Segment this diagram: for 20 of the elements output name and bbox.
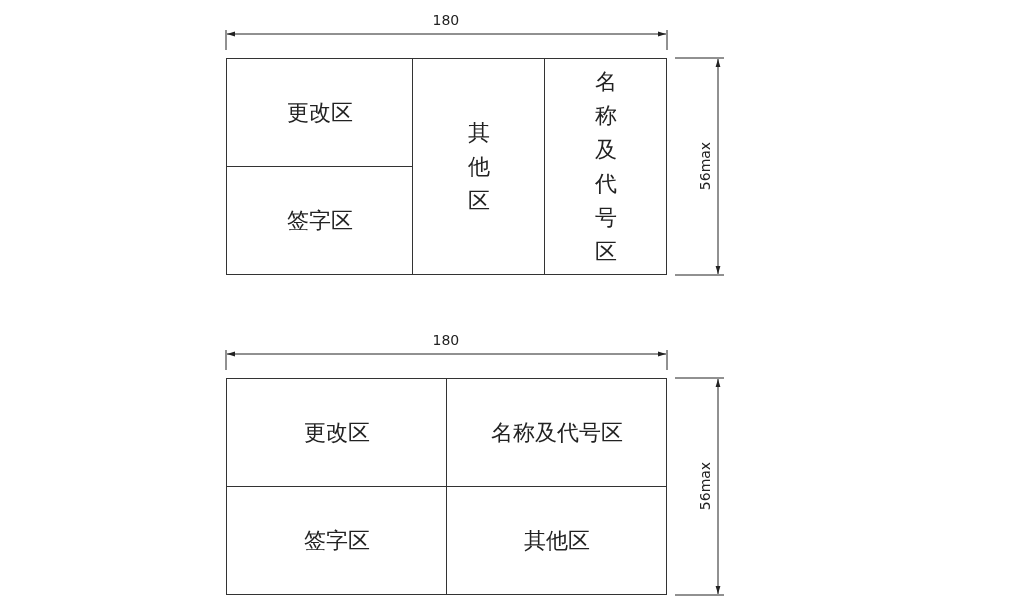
cell-label: 其他区	[523, 526, 590, 555]
cell-label: 其他区	[466, 118, 491, 215]
cell-label: 名称及代号区	[593, 67, 618, 266]
cell-label: 更改区	[286, 98, 353, 127]
title-block-cell	[226, 166, 413, 275]
dimension-value: 180	[432, 332, 460, 348]
title-block-cell	[412, 58, 545, 275]
title-block-cell	[226, 378, 447, 487]
cell-label: 名称及代号区	[490, 418, 623, 447]
title-block-cell	[446, 378, 667, 487]
dimension-value: 180	[432, 12, 460, 28]
title-block-cell	[226, 486, 447, 595]
dimension-value: 56max	[697, 461, 714, 511]
title-block-cell	[446, 486, 667, 595]
dimension-value: 56max	[697, 141, 714, 191]
cell-label: 更改区	[303, 418, 370, 447]
cell-label: 签字区	[303, 526, 370, 555]
cell-label: 签字区	[286, 206, 353, 235]
title-block-cell	[544, 58, 667, 275]
title-block-cell	[226, 58, 413, 167]
